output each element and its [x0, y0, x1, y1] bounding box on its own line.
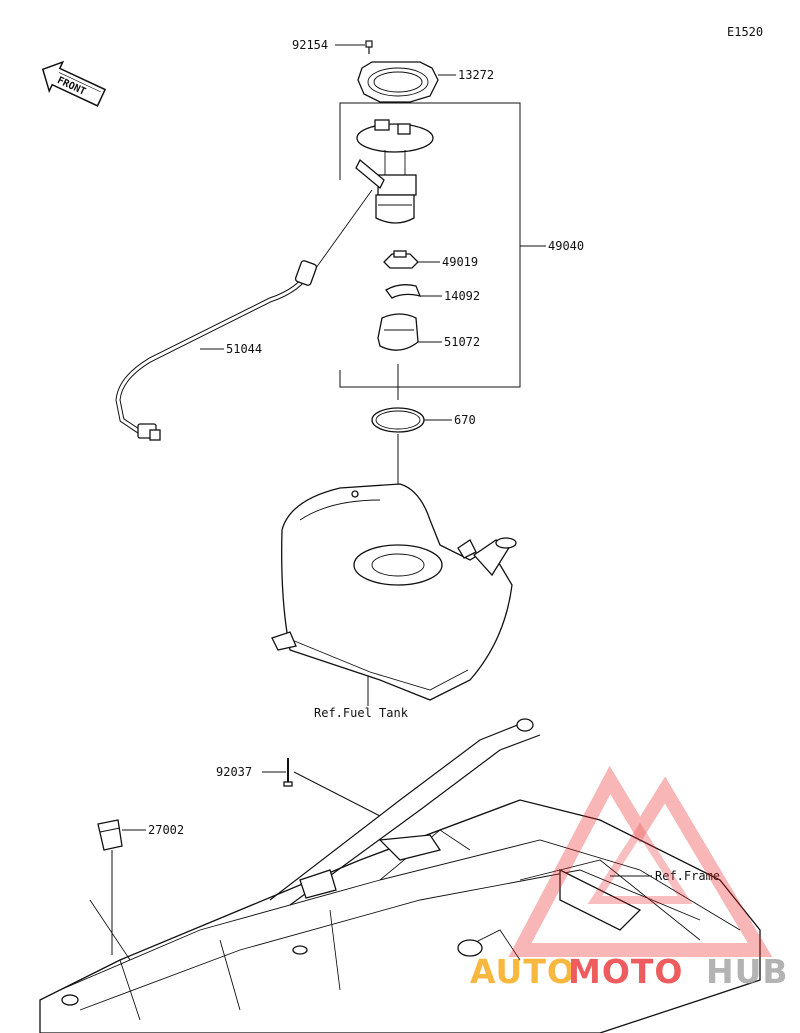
callout-49040: 49040: [548, 239, 584, 253]
callout-14092: 14092: [444, 289, 480, 303]
callout-27002: 27002: [148, 823, 184, 837]
filter-51072: [377, 313, 419, 351]
callout-92154: 92154: [292, 38, 328, 52]
fuel-hose-51044: [115, 189, 373, 441]
bolt-92037: [283, 758, 293, 787]
vehicle-frame: [39, 718, 761, 1033]
oring-670: [371, 407, 425, 433]
callout-ref-frame: Ref.Frame: [655, 869, 720, 883]
fuel-pump-module: [355, 119, 434, 224]
screw-92154: [365, 40, 373, 54]
callout-49019: 49019: [442, 255, 478, 269]
callout-13272: 13272: [458, 68, 494, 82]
watermark-logo-icon: [508, 765, 773, 957]
bracket-49040: [339, 102, 521, 388]
automotohub-watermark: AUTO MOTO HUB: [470, 765, 789, 991]
watermark-word-moto: MOTO: [568, 952, 683, 991]
plate-13272: [357, 61, 439, 103]
diagram-code: E1520: [727, 25, 763, 39]
callout-670: 670: [454, 413, 476, 427]
part-49019: [383, 250, 419, 269]
part-14092: [385, 284, 422, 299]
front-arrow-icon: FRONT: [41, 60, 107, 107]
watermark-word-hub: HUB: [706, 952, 789, 991]
watermark-word-auto: AUTO: [470, 952, 576, 991]
callout-51072: 51072: [444, 335, 480, 349]
fuel-tank: [271, 483, 517, 701]
leader-92037-diag: [293, 771, 381, 817]
callout-ref-fuel-tank: Ref.Fuel Tank: [314, 706, 409, 720]
callout-51044: 51044: [226, 342, 262, 356]
callout-92037: 92037: [216, 765, 252, 779]
connector-27002: [97, 819, 123, 851]
